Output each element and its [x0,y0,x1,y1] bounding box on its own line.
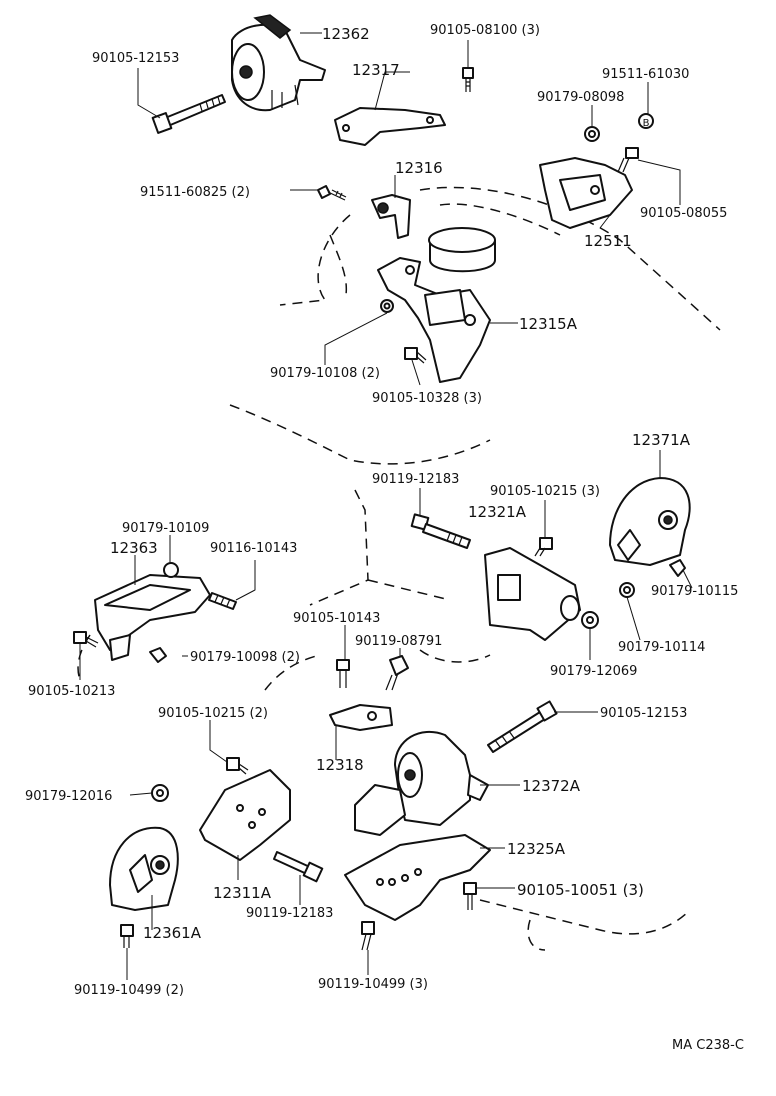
label-12311A: 12311A [213,884,272,902]
mount-12362 [231,14,326,112]
bolt-90105-08100 [462,67,474,92]
nut-90179-10098 [149,647,167,663]
bracket-12311A [199,769,291,861]
nut-90179-12016 [151,784,169,802]
bracket-12511 [539,157,633,229]
label-12362: 12362 [322,25,370,43]
label-90105-10215-2: 90105-10215 (2) [158,706,268,721]
nut-90179-08098 [584,126,600,142]
circle-b-marker: B [638,113,654,129]
bolt-90105-10215-3 [534,537,553,557]
label-90179-10115: 90179-10115 [651,584,738,599]
label-90105-10213: 90105-10213 [28,684,115,699]
leader-lines [79,32,693,980]
bracket-12315A [377,257,491,383]
label-90179-10114: 90179-10114 [618,640,705,655]
bolt-90105-08055 [617,147,639,173]
bolt-90119-10499-2 [120,924,134,948]
bolt-90105-10328 [404,347,427,364]
label-90105-12153-bottom: 90105-12153 [600,706,687,721]
label-90179-10109: 90179-10109 [122,521,209,536]
engine-cylinder-cap [428,227,496,273]
bolt-90105-12153-top [151,94,226,134]
label-90179-10108: 90179-10108 (2) [270,366,380,381]
bracket-12318 [329,704,393,731]
label-90119-12183-bottom: 90119-12183 [246,906,333,921]
nut-90179-10114 [619,582,635,598]
bolt-90116-10143 [208,592,237,610]
label-12511: 12511 [584,232,632,250]
bolt-90105-12153-bottom [487,700,558,753]
label-12325A: 12325A [507,840,566,858]
label-90119-08791: 90119-08791 [355,634,442,649]
bracket-12321A [484,547,581,641]
bolt-90119-10499-3 [361,921,375,951]
label-90105-10328: 90105-10328 (3) [372,391,482,406]
label-90179-08098: 90179-08098 [537,90,624,105]
label-90105-08100: 90105-08100 (3) [430,23,540,38]
nut-90179-10109 [163,562,179,578]
bolt-90119-12183-top [410,513,471,549]
bracket-12316 [371,194,411,239]
bolt-90105-10051 [463,882,477,910]
label-12317: 12317 [352,61,400,79]
mount-12361A [109,826,179,911]
bolt-90105-10213 [73,631,99,648]
label-91511-61030: 91511-61030 [602,67,689,82]
mount-12371A [609,477,691,566]
label-90119-10499-3: 90119-10499 (3) [318,977,428,992]
label-90105-10215-3: 90105-10215 (3) [490,484,600,499]
circle-b-text: B [643,118,650,129]
label-12372A: 12372A [522,777,581,795]
bolt-90119-12183-bottom [273,851,324,883]
bolt-90105-10143 [336,659,350,688]
label-90119-12183-top: 90119-12183 [372,472,459,487]
label-90179-10098: 90179-10098 (2) [190,650,300,665]
label-12316: 12316 [395,159,443,177]
label-12321A: 12321A [468,503,527,521]
bracket-12325A [344,834,491,921]
label-90105-10143: 90105-10143 [293,611,380,626]
label-90179-12069: 90179-12069 [550,664,637,679]
label-90105-12153-top: 90105-12153 [92,51,179,66]
bolt-90119-08791 [385,655,409,691]
label-91511-60825: 91511-60825 (2) [140,185,250,200]
label-12315A: 12315A [519,315,578,333]
nut-90179-10115 [669,559,686,577]
label-12371A: 12371A [632,431,691,449]
bolt-90105-10215-2 [226,757,249,775]
mount-12372A [354,730,489,836]
label-90179-12016: 90179-12016 [25,789,112,804]
label-12363: 12363 [110,539,158,557]
label-12318: 12318 [316,756,364,774]
bracket-12317 [334,107,446,146]
part-labels: 12362 90105-12153 90105-08100 (3) 12317 … [25,23,744,1053]
figure-code: MA C238-C [672,1038,744,1053]
nut-90179-10108 [380,299,394,313]
label-12361A: 12361A [143,924,202,942]
engine-outline-dashed [77,186,721,951]
label-90119-10499-2: 90119-10499 (2) [74,983,184,998]
label-90116-10143: 90116-10143 [210,541,297,556]
nut-90179-12069 [581,611,599,629]
label-90105-10051: 90105-10051 (3) [517,881,644,899]
label-90105-08055: 90105-08055 [640,206,727,221]
bracket-12363 [94,574,211,661]
bolt-91511-60825 [317,185,347,201]
